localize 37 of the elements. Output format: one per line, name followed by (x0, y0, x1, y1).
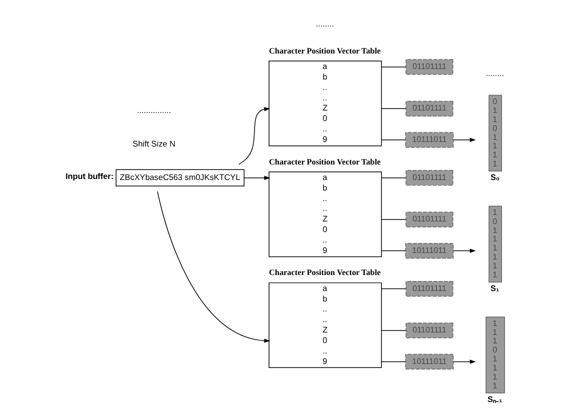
connector (380, 66, 406, 68)
connector (380, 219, 406, 220)
node-label: S₁ (490, 284, 499, 293)
connector (380, 330, 406, 331)
node-box: 01101111 (405, 280, 453, 297)
arrow (452, 248, 476, 253)
arrow (452, 360, 476, 364)
arrow (243, 176, 270, 180)
node-label: Character Position Vector Table (268, 268, 380, 278)
arrow (452, 138, 476, 142)
node-box: 10111011 (404, 132, 454, 148)
node-box: 10111011 (404, 354, 454, 370)
node-box: a b .. .. Z 0 .. 9 (268, 172, 382, 258)
label: ........ (315, 20, 334, 29)
node-box: 01101111 (405, 212, 453, 228)
node-box: 10111011 (404, 243, 454, 259)
node-box: ZBcXYbaseC563 sm0JKsKTCYL (115, 169, 244, 186)
label: ........ (485, 68, 504, 78)
connector (380, 361, 406, 362)
node-label: Input buffer: (64, 172, 114, 182)
node-label: S₀ (490, 172, 500, 182)
label: Shift Size N (132, 139, 175, 148)
node-box: 01101111 (405, 100, 453, 116)
node-label: Sₙ₋₁ (486, 394, 502, 404)
node-label: Character Position Vector Table (268, 157, 380, 166)
connector (380, 108, 406, 110)
node-box: 01101111 (405, 322, 453, 338)
connector (380, 250, 406, 252)
node-box: a b .. .. Z 0 .. 9 (268, 60, 382, 146)
arrow (156, 191, 270, 343)
node-box: 01101111 (405, 170, 453, 186)
connector (380, 288, 406, 290)
node-box: a b .. .. Z 0 .. 9 (268, 282, 382, 368)
arrow (238, 107, 270, 165)
label: ............... (136, 106, 171, 115)
node-label: Character Position Vector Table (268, 46, 380, 56)
node-box: 01101111 (405, 59, 453, 75)
